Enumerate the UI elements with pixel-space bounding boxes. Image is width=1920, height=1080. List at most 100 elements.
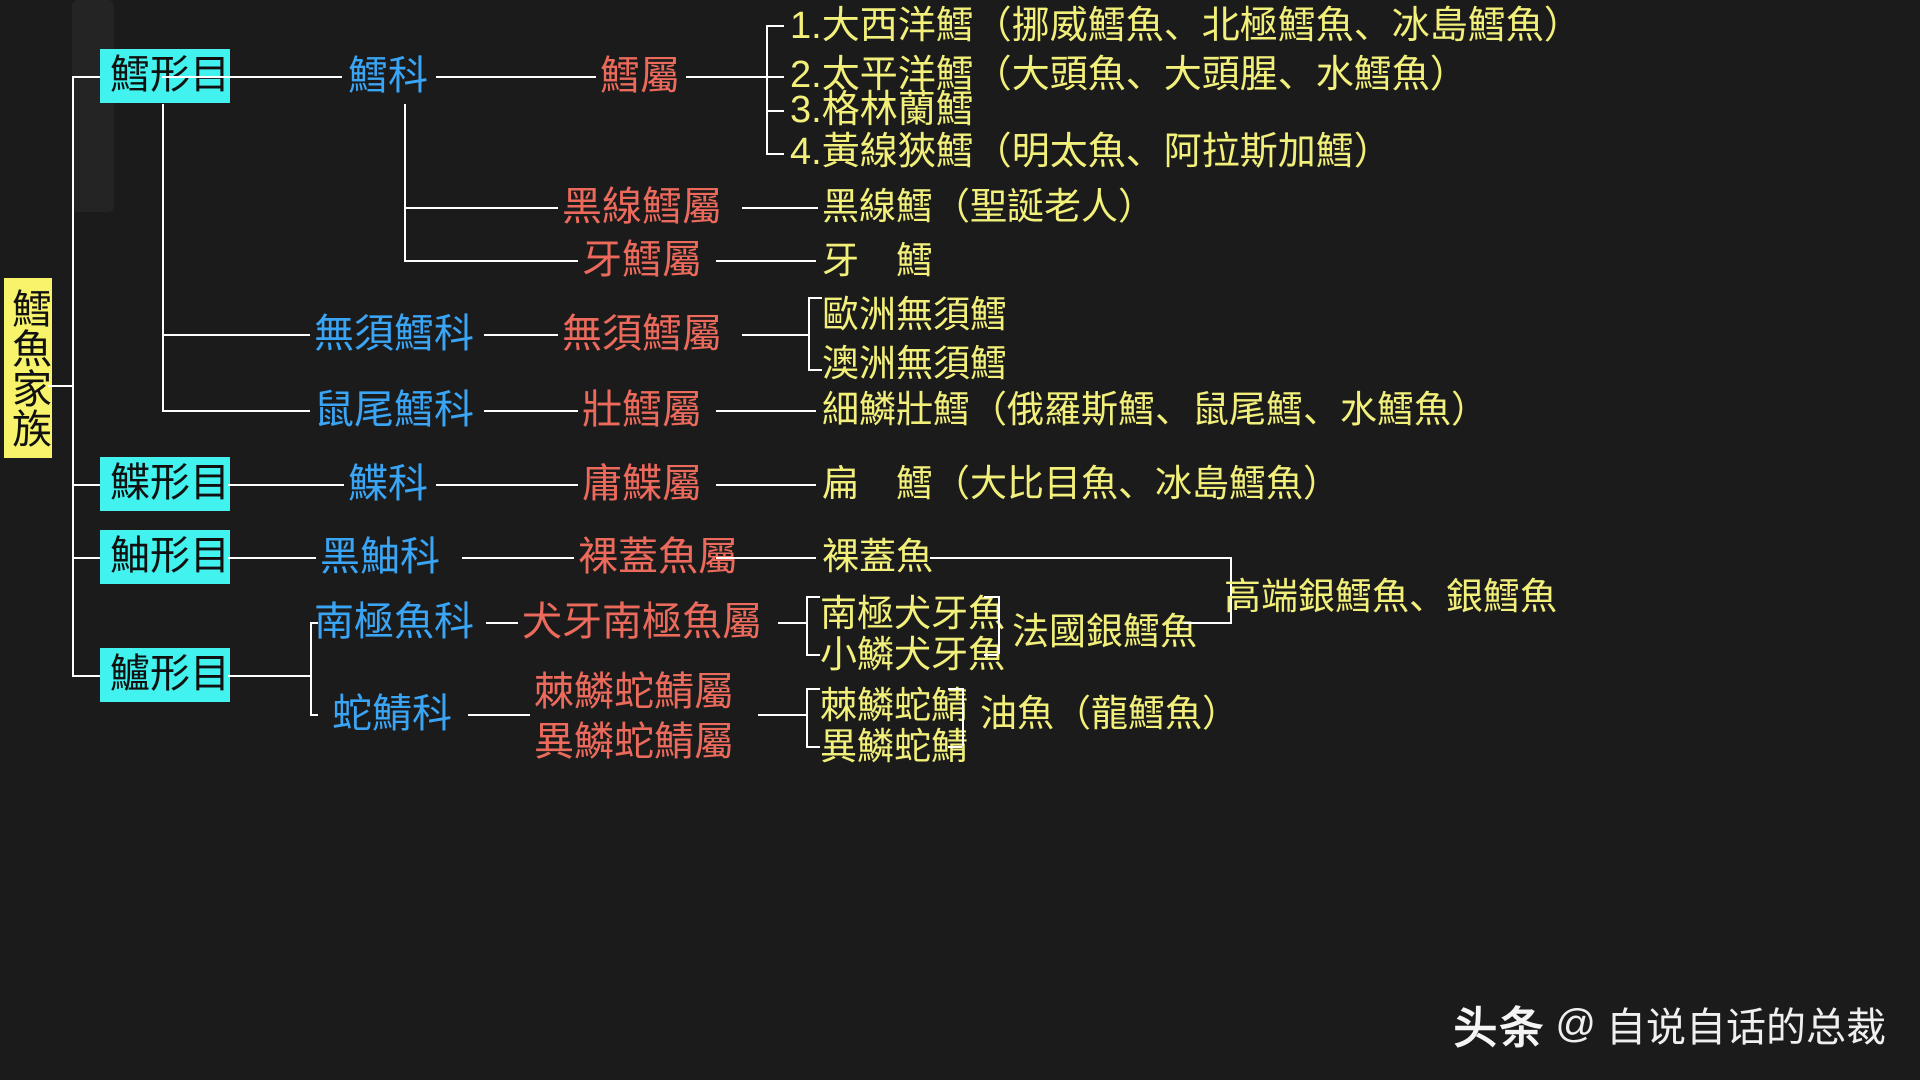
genus-label: 庸鰈屬 bbox=[582, 462, 702, 506]
connector-perciformes-branch bbox=[310, 622, 312, 714]
family-label: 鱈科 bbox=[348, 54, 428, 98]
connector-merluccius-bracket bbox=[808, 297, 810, 369]
connector-gadidae-branch bbox=[404, 104, 406, 260]
genus-label: 壯鱈屬 bbox=[582, 388, 702, 432]
connector-premium-join bbox=[1230, 557, 1232, 622]
family-label: 鰈科 bbox=[348, 462, 428, 506]
connector-merluccius-tick-1 bbox=[808, 297, 822, 299]
species-sablefish: 裸蓋魚 bbox=[822, 538, 933, 575]
connector-gadus-bracket bbox=[766, 25, 768, 154]
connector-dissostichus-bracket bbox=[806, 596, 808, 654]
species-grenadier: 細鱗壯鱈（俄羅斯鱈、鼠尾鱈、水鱈魚） bbox=[822, 391, 1488, 428]
root-node-cod-family: 鱈魚家族 bbox=[4, 278, 52, 458]
watermark-logo: 头条 bbox=[1453, 1004, 1546, 1053]
connector-anoplopomatidae-to-genus bbox=[462, 557, 574, 559]
order-label: 鮋形目 bbox=[110, 534, 230, 578]
family-node-gadidae[interactable]: 鱈科 bbox=[348, 56, 428, 96]
connector-perciformes-tick-1 bbox=[310, 622, 318, 624]
connector-gadidae-to-merlangius bbox=[404, 260, 578, 262]
connector-perciformes-tick-2 bbox=[310, 714, 318, 716]
connector-pleuronectiformes-to-family bbox=[228, 484, 344, 486]
order-node-perciformes[interactable]: 鱸形目 bbox=[100, 648, 230, 702]
connector-macrouridae-to-genus bbox=[484, 410, 578, 412]
order-label: 鱸形目 bbox=[110, 652, 230, 696]
connector-french-silver-tick-1 bbox=[984, 596, 998, 598]
genus-label: 牙鱈屬 bbox=[582, 238, 702, 282]
connector-melanogrammus-to-species bbox=[742, 207, 818, 209]
species-label: 南極犬牙魚 bbox=[820, 593, 1005, 634]
connector-merluccius-stem bbox=[742, 334, 808, 336]
family-node-pleuronectidae[interactable]: 鰈科 bbox=[348, 464, 428, 504]
label-french-silver-cod: 法國銀鱈魚 bbox=[1012, 613, 1197, 650]
label-premium-silver-cod: 高端銀鱈魚、銀鱈魚 bbox=[1224, 578, 1557, 615]
connector-oilfish-tick-2 bbox=[806, 746, 820, 748]
genus-label: 鱈屬 bbox=[600, 54, 680, 98]
connector-order-1-stub bbox=[72, 76, 100, 78]
genus-node-lepidocybium[interactable]: 異鱗蛇鯖屬 bbox=[534, 722, 734, 762]
connector-french-silver-bracket bbox=[998, 596, 1000, 654]
species-label: 棘鱗蛇鯖 bbox=[820, 685, 968, 726]
watermark: 头条 @ 自说自话的总裁 bbox=[1453, 992, 1886, 1056]
connector-to-gadidae bbox=[162, 76, 342, 78]
family-label: 南極魚科 bbox=[314, 600, 474, 644]
connector-gadidae-to-gadus bbox=[436, 76, 596, 78]
species-gadus-1: 1.大西洋鱈（挪威鱈魚、北極鱈魚、冰島鱈魚） bbox=[790, 7, 1582, 45]
family-label: 無須鱈科 bbox=[314, 312, 474, 356]
genus-label: 棘鱗蛇鯖屬 bbox=[534, 670, 734, 714]
family-node-nototheniidae[interactable]: 南極魚科 bbox=[314, 602, 474, 642]
family-label: 黑鮋科 bbox=[320, 535, 440, 579]
species-label: 格林蘭鱈 bbox=[821, 89, 974, 131]
order-node-scorpaeniformes[interactable]: 鮋形目 bbox=[100, 530, 230, 584]
family-node-anoplopomatidae[interactable]: 黑鮋科 bbox=[320, 537, 440, 577]
connector-french-to-premium bbox=[1184, 622, 1232, 624]
species-label: 牙 鱈 bbox=[822, 240, 933, 281]
genus-node-coryphaenoides[interactable]: 壯鱈屬 bbox=[582, 390, 702, 430]
species-label: 扁 鱈（大比目魚、冰島鱈魚） bbox=[822, 463, 1340, 504]
genus-node-ruvettus[interactable]: 棘鱗蛇鯖屬 bbox=[534, 672, 734, 712]
species-label: 細鱗壯鱈（俄羅斯鱈、鼠尾鱈、水鱈魚） bbox=[822, 389, 1488, 430]
species-oilfish-lepidocybium: 異鱗蛇鯖 bbox=[820, 728, 968, 765]
connector-french-silver-tick-2 bbox=[984, 654, 998, 656]
species-label: 異鱗蛇鯖 bbox=[820, 726, 968, 767]
connector-merluccius-tick-2 bbox=[808, 369, 822, 371]
connector-oilfish-group-tick-2 bbox=[948, 746, 962, 748]
order-label: 鱈形目 bbox=[110, 53, 230, 97]
connector-to-macrouridae bbox=[162, 410, 310, 412]
genus-node-dissostichus[interactable]: 犬牙南極魚屬 bbox=[522, 602, 762, 642]
group-label: 油魚（龍鱈魚） bbox=[980, 693, 1239, 734]
connector-oilfish-group-bracket bbox=[962, 688, 964, 746]
species-label: 大西洋鱈（挪威鱈魚、北極鱈魚、冰島鱈魚） bbox=[821, 5, 1582, 47]
family-node-macrouridae[interactable]: 鼠尾鱈科 bbox=[314, 390, 474, 430]
genus-node-merluccius[interactable]: 無須鱈屬 bbox=[562, 314, 722, 354]
connector-nototheniidae-to-genus bbox=[486, 622, 518, 624]
genus-node-anoplopoma[interactable]: 裸蓋魚屬 bbox=[578, 537, 738, 577]
species-number: 1. bbox=[790, 5, 822, 47]
label-oilfish-group: 油魚（龍鱈魚） bbox=[980, 695, 1239, 732]
connector-root-stem bbox=[48, 385, 72, 387]
connector-gadidae-to-melanogrammus bbox=[404, 207, 558, 209]
connector-dissostichus-tick-2 bbox=[806, 654, 820, 656]
connector-merlangius-to-species bbox=[716, 260, 816, 262]
background-artifact bbox=[72, 0, 114, 212]
connector-gadus-tick-1 bbox=[766, 25, 784, 27]
genus-node-hippoglossus[interactable]: 庸鰈屬 bbox=[582, 464, 702, 504]
genus-node-gadus[interactable]: 鱈屬 bbox=[600, 56, 680, 96]
connector-order-4-stub bbox=[72, 675, 100, 677]
species-label: 澳洲無須鱈 bbox=[822, 343, 1007, 384]
species-gadus-3: 3.格林蘭鱈 bbox=[790, 91, 974, 129]
species-gadus-2: 2.太平洋鱈（大頭魚、大頭腥、水鱈魚） bbox=[790, 56, 1468, 94]
connector-gempylidae-species-stem bbox=[758, 714, 806, 716]
species-number: 3. bbox=[790, 89, 822, 131]
watermark-author: 自说自话的总裁 bbox=[1606, 1006, 1886, 1050]
family-node-gempylidae[interactable]: 蛇鯖科 bbox=[332, 694, 452, 734]
group-label: 高端銀鱈魚、銀鱈魚 bbox=[1224, 576, 1557, 617]
species-label: 小鱗犬牙魚 bbox=[820, 634, 1005, 675]
connector-coryphaenoides-to-species bbox=[716, 410, 816, 412]
family-node-merlucciidae[interactable]: 無須鱈科 bbox=[314, 314, 474, 354]
order-node-pleuronectiformes[interactable]: 鰈形目 bbox=[100, 457, 230, 511]
genus-node-melanogrammus[interactable]: 黑線鱈屬 bbox=[562, 187, 722, 227]
genus-label: 犬牙南極魚屬 bbox=[522, 600, 762, 644]
genus-node-merlangius[interactable]: 牙鱈屬 bbox=[582, 240, 702, 280]
species-label: 歐洲無須鱈 bbox=[822, 294, 1007, 335]
